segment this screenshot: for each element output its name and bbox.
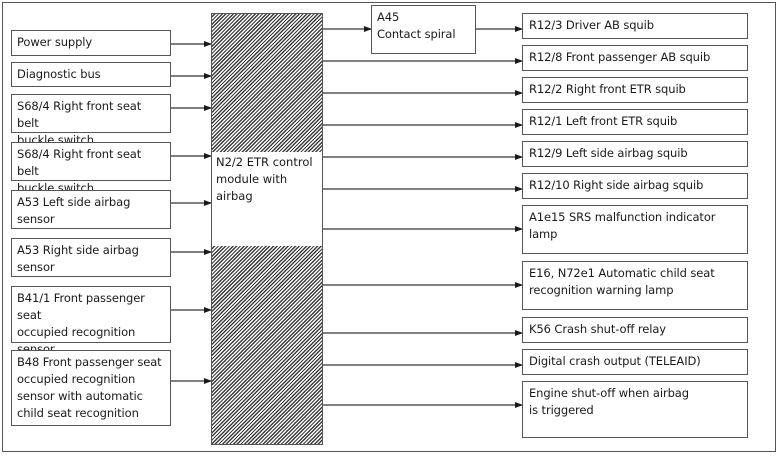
output-r12-1-left-front-etr-squib: R12/1 Left front ETR squib	[522, 109, 748, 135]
output-label: R12/2 Right front ETR squib	[529, 82, 686, 96]
output-r12-10-right-side-airbag-squib: R12/10 Right side airbag squib	[522, 173, 748, 199]
output-label: is triggered	[529, 403, 594, 417]
output-label: Digital crash output (TELEAID)	[529, 354, 701, 368]
input-label: occupied recognition	[17, 325, 136, 339]
input-label: B41/1 Front passenger seat	[17, 291, 145, 322]
input-b48-child-seat-recognition-sensor: B48 Front passenger seat occupied recogn…	[11, 350, 171, 426]
output-a1e15-srs-indicator-lamp: A1e15 SRS malfunction indicator lamp	[522, 205, 748, 254]
input-s68-4-belt-buckle-switch-2: S68/4 Right front seat belt buckle switc…	[11, 142, 171, 195]
input-b41-1-occupied-recognition-sensor: B41/1 Front passenger seat occupied reco…	[11, 286, 171, 356]
input-label: sensor	[17, 260, 55, 274]
output-e16-n72e1-child-seat-warning-lamp: E16, N72e1 Automatic child seat recognit…	[522, 261, 748, 310]
control-module-n2-2: N2/2 ETR control module with airbag	[211, 13, 323, 445]
output-r12-8-passenger-ab-squib: R12/8 Front passenger AB squib	[522, 45, 748, 71]
output-label: A1e15 SRS malfunction indicator lamp	[529, 210, 716, 241]
output-r12-9-left-side-airbag-squib: R12/9 Left side airbag squib	[522, 141, 748, 167]
input-label: occupied recognition	[17, 372, 136, 386]
output-engine-shutoff: Engine shut-off when airbag is triggered	[522, 381, 748, 438]
input-label: S68/4 Right front seat belt	[17, 99, 142, 130]
output-label: Engine shut-off when airbag	[529, 386, 689, 400]
input-label: Diagnostic bus	[17, 67, 101, 81]
module-label-line: module with	[216, 172, 288, 186]
input-a53-left-side-airbag-sensor: A53 Left side airbag sensor	[11, 190, 171, 229]
a45-label: Contact spiral	[377, 27, 456, 41]
input-label: A53 Right side airbag	[17, 243, 139, 257]
input-label: S68/4 Right front seat belt	[17, 147, 142, 178]
output-r12-3-driver-ab-squib: R12/3 Driver AB squib	[522, 13, 748, 39]
input-label: B48 Front passenger seat	[17, 355, 162, 369]
output-k56-crash-shutoff-relay: K56 Crash shut-off relay	[522, 317, 748, 343]
input-s68-4-belt-buckle-switch: S68/4 Right front seat belt buckle switc…	[11, 94, 171, 147]
diagram-frame	[2, 2, 776, 452]
module-label-area	[212, 152, 322, 246]
input-a53-right-side-airbag-sensor: A53 Right side airbag sensor	[11, 238, 171, 277]
output-label: R12/8 Front passenger AB squib	[529, 50, 711, 64]
output-label: recognition warning lamp	[529, 283, 674, 297]
a45-label: A45	[377, 10, 400, 24]
module-hatch-bottom	[212, 246, 322, 444]
input-label: A53 Left side airbag sensor	[17, 195, 131, 226]
output-label: R12/9 Left side airbag squib	[529, 146, 688, 160]
input-label: child seat recognition	[17, 406, 139, 420]
output-label: K56 Crash shut-off relay	[529, 322, 666, 336]
input-label: sensor with automatic	[17, 389, 143, 403]
module-label-line: N2/2 ETR control	[216, 155, 313, 169]
output-label: R12/3 Driver AB squib	[529, 18, 654, 32]
a45-contact-spiral: A45 Contact spiral	[371, 5, 476, 54]
output-label: R12/1 Left front ETR squib	[529, 114, 678, 128]
input-power-supply: Power supply	[11, 30, 171, 56]
module-hatch-top	[212, 14, 322, 152]
input-diagnostic-bus: Diagnostic bus	[11, 62, 171, 87]
output-label: R12/10 Right side airbag squib	[529, 178, 704, 192]
output-r12-2-right-front-etr-squib: R12/2 Right front ETR squib	[522, 77, 748, 103]
output-digital-crash-output-teleaid: Digital crash output (TELEAID)	[522, 349, 748, 375]
input-label: Power supply	[17, 35, 93, 49]
module-label-line: airbag	[216, 189, 253, 203]
control-module-label: N2/2 ETR control module with airbag	[216, 154, 313, 205]
output-label: E16, N72e1 Automatic child seat	[529, 266, 715, 280]
